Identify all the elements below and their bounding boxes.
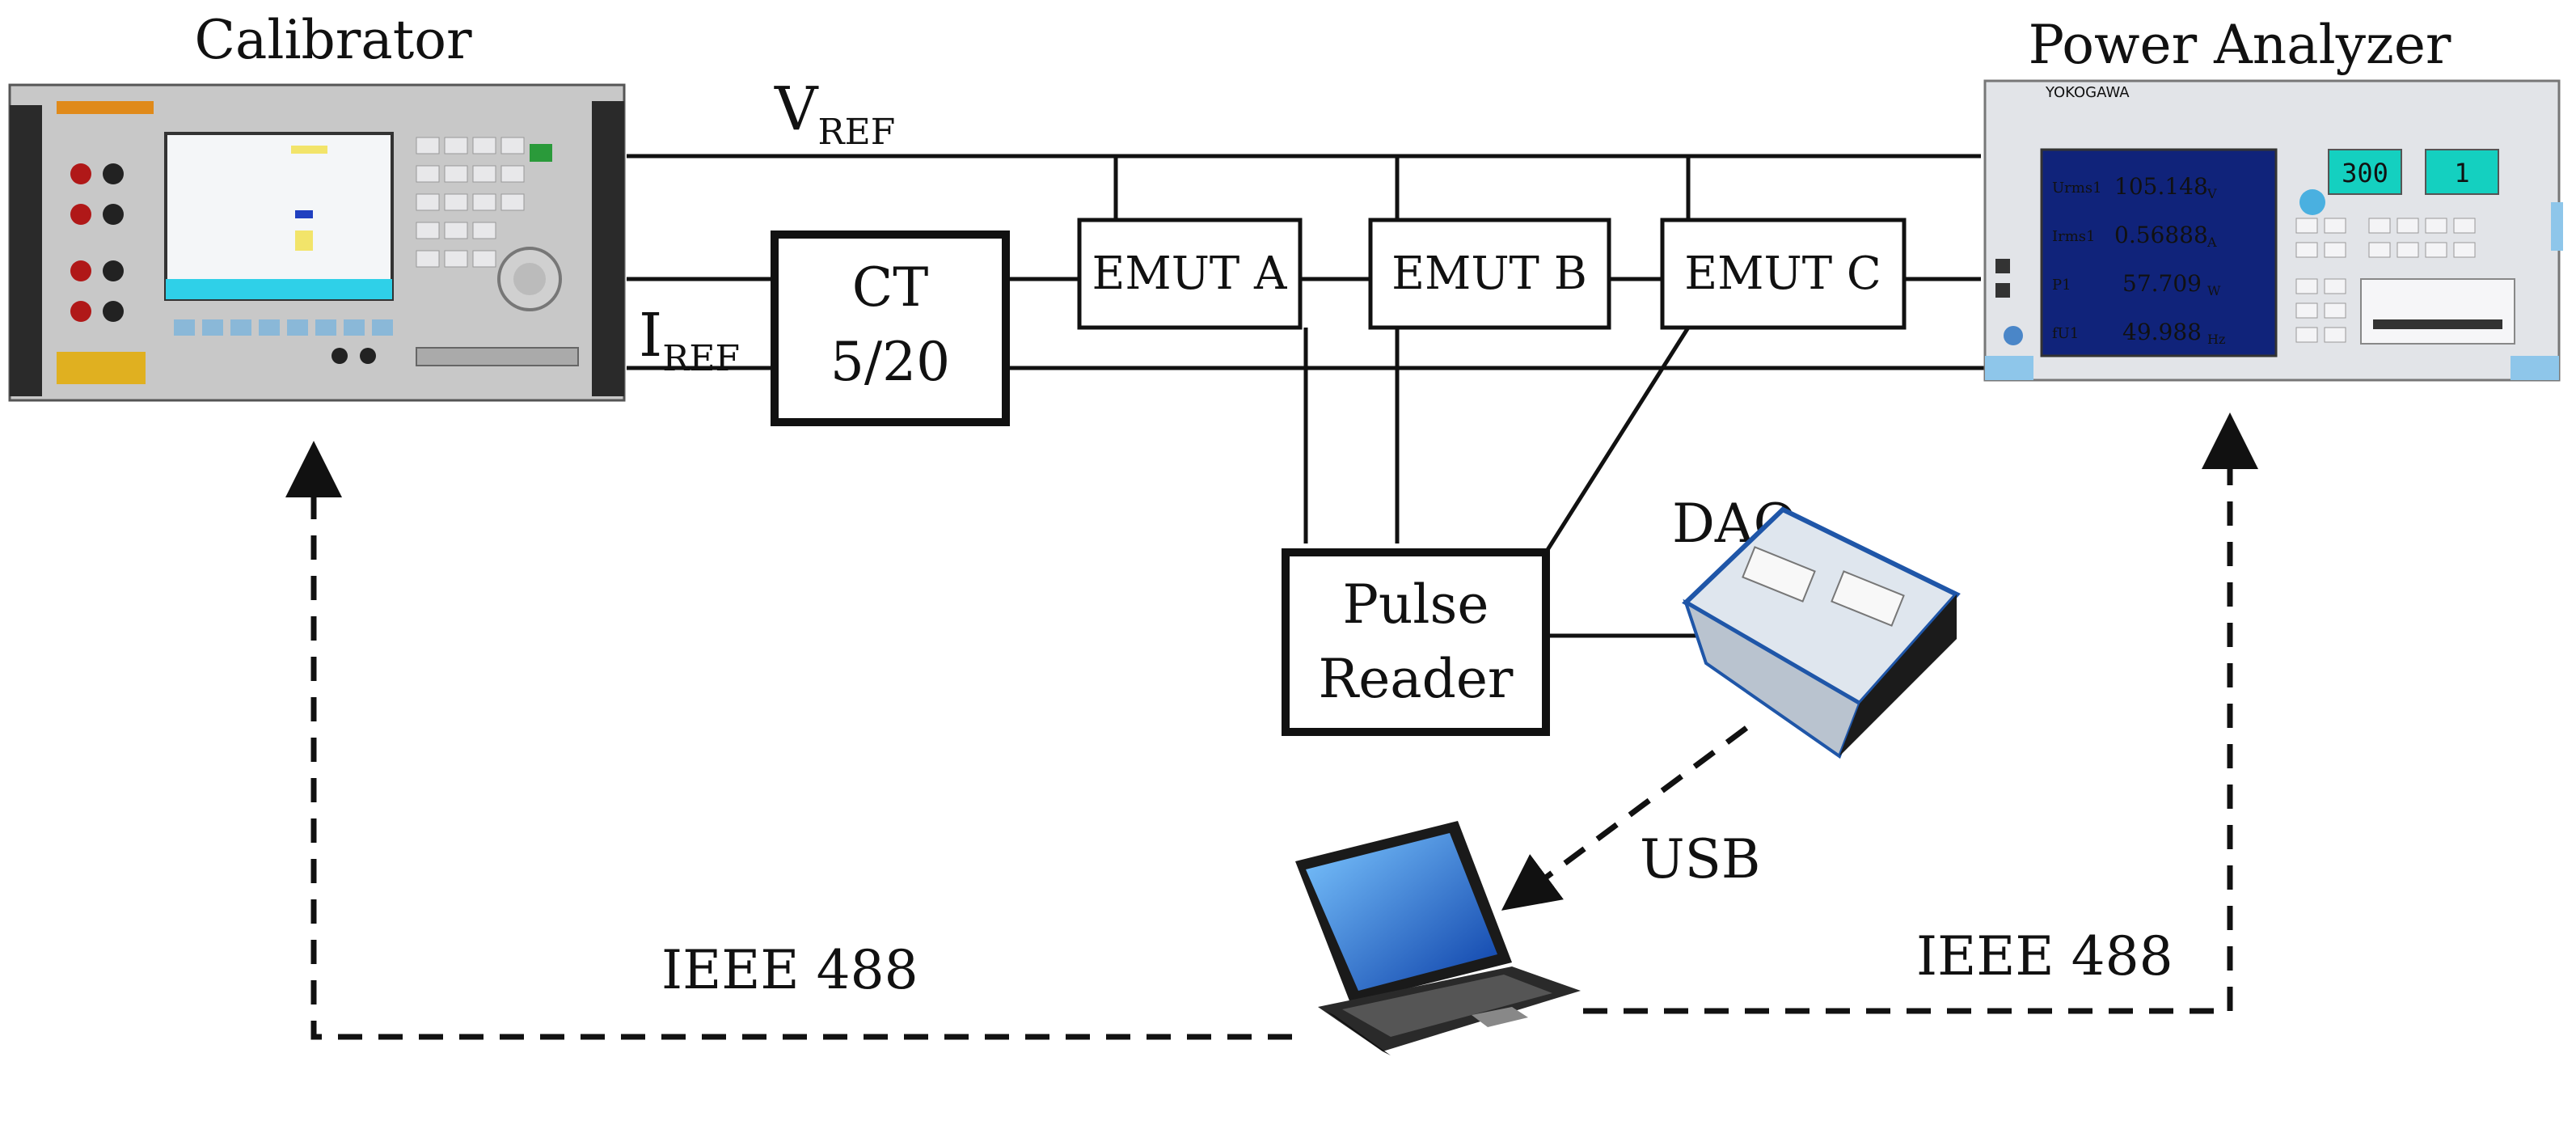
emut-b-label: EMUT B — [1391, 247, 1587, 300]
emut-a-label: EMUT A — [1092, 247, 1287, 300]
analyzer-row3-value: 57.709 — [2122, 270, 2202, 297]
analyzer-keypad — [2295, 218, 2476, 343]
analyzer-row4-unit: Hz — [2207, 332, 2225, 347]
analyzer-screen: Urms1 105.148 V Irms1 0.56888 A P1 57.70… — [2040, 148, 2278, 357]
vref-subscript: REF — [817, 112, 895, 153]
analyzer-brand: YOKOGAWA — [2045, 84, 2130, 101]
analyzer-power-button — [2004, 326, 2023, 345]
laptop-screen — [1306, 833, 1497, 991]
communication-links — [285, 412, 2258, 1040]
ieee488-left-label: IEEE 488 — [661, 939, 918, 1001]
analyzer-printer — [2360, 278, 2515, 345]
iref-subscript: REF — [662, 338, 740, 379]
analyzer-row4-label: fU1 — [2052, 325, 2079, 342]
usb-link — [1501, 725, 1749, 911]
analyzer-row3-label: P1 — [2052, 277, 2071, 294]
calibrator-brand-strip — [57, 101, 154, 114]
calibrator-softkeys — [174, 319, 393, 336]
calibrator-terminals — [70, 163, 124, 322]
emut-c-pulse-line — [1543, 326, 1691, 554]
emut-b-box: EMUT B — [1368, 218, 1611, 330]
analyzer-range-value-a: 300 — [2342, 158, 2388, 188]
analyzer-row1-value: 105.148 — [2114, 173, 2208, 200]
emut-c-label: EMUT C — [1684, 247, 1881, 300]
calibrator-screen — [164, 132, 394, 301]
analyzer-row1-label: Urms1 — [2052, 180, 2102, 197]
usb-label: USB — [1640, 828, 1760, 890]
power-analyzer-title: Power Analyzer — [2029, 14, 2451, 76]
emut-c-box: EMUT C — [1660, 218, 1907, 330]
daq-device: DAQ — [1672, 493, 1961, 759]
iref-label: IREF — [639, 301, 740, 379]
laptop-touchpad — [1472, 1007, 1528, 1027]
laptop-device — [1295, 821, 1581, 1055]
vref-label: VREF — [774, 74, 895, 153]
analyzer-row3-unit: W — [2207, 283, 2221, 298]
analyzer-row2-unit: A — [2206, 235, 2217, 250]
analyzer-row2-label: Irms1 — [2052, 228, 2095, 245]
vref-main: V — [774, 74, 819, 144]
analyzer-range-display-a — [2328, 149, 2402, 195]
calibrator-title: Calibrator — [194, 9, 471, 71]
power-analyzer-device: YOKOGAWA Urms1 105.148 V Irms1 0.56888 A… — [1983, 79, 2563, 382]
pulse-reader-label-line1: Pulse — [1343, 573, 1489, 636]
analyzer-nav-pad — [2299, 189, 2325, 215]
calibrator-keypad — [416, 137, 525, 268]
ieee488-right-label: IEEE 488 — [1916, 925, 2173, 988]
calibrator-device — [8, 83, 626, 402]
iref-main: I — [639, 301, 662, 370]
ieee488-link-calibrator — [285, 441, 1292, 1040]
ieee488-link-analyzer — [1583, 412, 2258, 1014]
calibrator-logo-sticker — [57, 352, 146, 384]
pulse-reader-box: Pulse Reader — [1282, 548, 1550, 736]
laptop-keyboard — [1342, 975, 1552, 1037]
ct-label: CT — [852, 256, 929, 319]
ct-box: CT 5/20 — [771, 230, 1010, 426]
analyzer-range-display-b — [2425, 149, 2499, 195]
pulse-reader-label-line2: Reader — [1319, 648, 1514, 710]
analyzer-row4-value: 49.988 — [2122, 319, 2202, 345]
analyzer-row2-value: 0.56888 — [2114, 222, 2208, 248]
wiring — [627, 154, 2005, 638]
ct-ratio-label: 5/20 — [830, 331, 950, 393]
analyzer-row1-unit: V — [2206, 186, 2217, 201]
emut-a-box: EMUT A — [1077, 218, 1303, 330]
analyzer-range-value-b: 1 — [2454, 158, 2469, 188]
